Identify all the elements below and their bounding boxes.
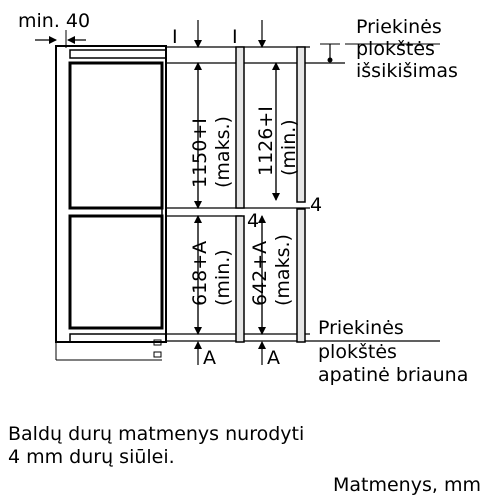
- top-mark-right: I: [232, 26, 238, 48]
- lower-left-qual: (min.): [212, 249, 234, 306]
- upper-left-qual: (maks.): [212, 116, 234, 188]
- gap-label-mid: 4: [247, 210, 259, 232]
- protrusion-line1: Priekinės: [356, 16, 442, 38]
- lower-right-qual: (maks.): [272, 234, 294, 306]
- units-note: Matmenys, mm: [333, 474, 481, 496]
- door-note-line2: 4 mm durų siūlei.: [8, 446, 175, 468]
- protrusion-line2: plokštės: [356, 38, 435, 60]
- upper-right-qual: (min.): [278, 119, 300, 176]
- top-mark-left: I: [172, 26, 178, 48]
- front-protrusion-callout: Priekinės plokštės išsikišimas: [320, 16, 458, 82]
- lower-right-dim: 642+A: [249, 241, 271, 306]
- upper-right-dim: 1126+I: [255, 106, 277, 176]
- protrusion-line3: išsikišimas: [356, 60, 458, 82]
- front-bottom-edge-callout: Priekinės plokštės apatinė briauna: [318, 317, 468, 386]
- bottom-mark-right: A: [267, 347, 280, 369]
- upper-left-dim: 1150+I: [189, 118, 211, 188]
- appliance-side-view: [55, 45, 167, 361]
- bottom-offset-markers: A A: [194, 341, 280, 369]
- min-gap-label: min. 40: [18, 10, 90, 32]
- door-note-line1: Baldų durų matmenys nurodyti: [8, 423, 305, 445]
- bottom-edge-line3: apatinė briauna: [318, 364, 468, 386]
- bottom-edge-line2: plokštės: [318, 341, 397, 363]
- vertical-dimension-lines: [194, 62, 280, 335]
- top-offset-markers: I I: [172, 20, 266, 48]
- min-gap-dimension: min. 40: [18, 10, 90, 48]
- bottom-edge-line1: Priekinės: [318, 317, 404, 339]
- gap-label-right: 4: [310, 194, 322, 216]
- door-panels: [235, 46, 306, 343]
- bottom-mark-left: A: [203, 347, 216, 369]
- dimension-labels: 1150+I (maks.) 1126+I (min.) 618+A (min.…: [189, 106, 300, 306]
- lower-left-dim: 618+A: [189, 241, 211, 306]
